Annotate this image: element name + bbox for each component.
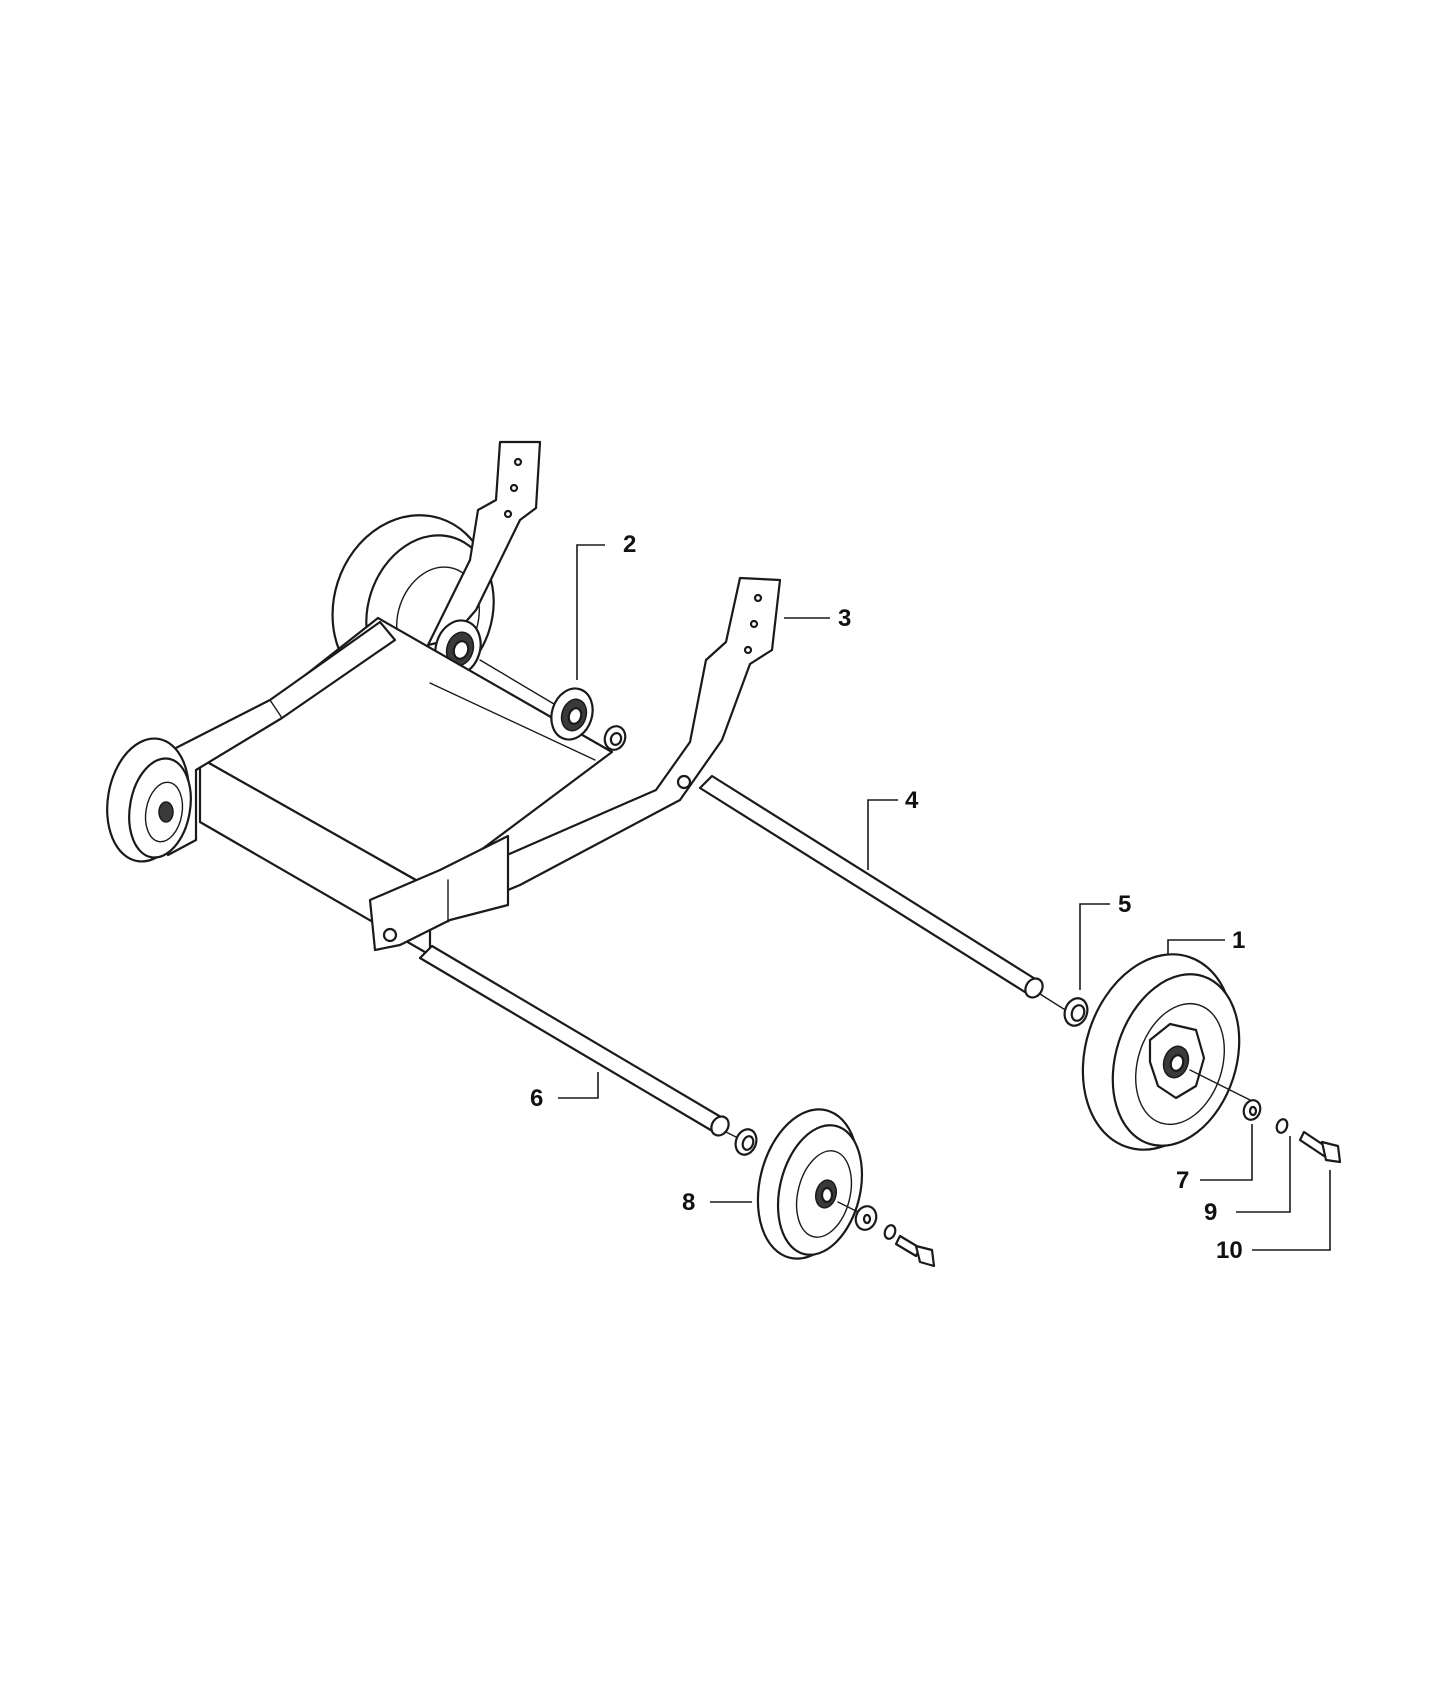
washer-front	[854, 1205, 878, 1231]
axle-spacer-right	[1063, 997, 1089, 1027]
callout-8: 8	[682, 1189, 695, 1216]
axle-spacer-front	[734, 1128, 758, 1156]
lock-washer-front	[883, 1224, 897, 1240]
lock-washer-right	[1275, 1118, 1289, 1134]
front-left-small-wheel	[106, 737, 192, 863]
callout-1: 1	[1232, 927, 1245, 954]
callout-labels: 1 2 3 4 5 6 7 8 9 10	[530, 531, 1245, 1264]
callout-7: 7	[1176, 1167, 1189, 1194]
callout-4: 4	[905, 787, 919, 814]
right-frame-arm	[368, 576, 782, 952]
bolt-right	[1298, 1130, 1342, 1164]
callout-5: 5	[1118, 891, 1131, 918]
leader-lines	[558, 544, 1331, 1251]
callout-10: 10	[1216, 1237, 1243, 1264]
small-wheel	[756, 1108, 864, 1260]
callout-6: 6	[530, 1085, 543, 1112]
front-axle	[418, 944, 743, 1141]
callout-9: 9	[1204, 1199, 1217, 1226]
washer-right	[1242, 1099, 1262, 1121]
large-wheel	[1081, 953, 1251, 1151]
callout-2: 2	[623, 531, 636, 558]
bolt-front	[894, 1234, 936, 1268]
callout-3: 3	[838, 605, 851, 632]
bearing	[479, 659, 627, 751]
rear-axle	[698, 774, 1079, 1019]
